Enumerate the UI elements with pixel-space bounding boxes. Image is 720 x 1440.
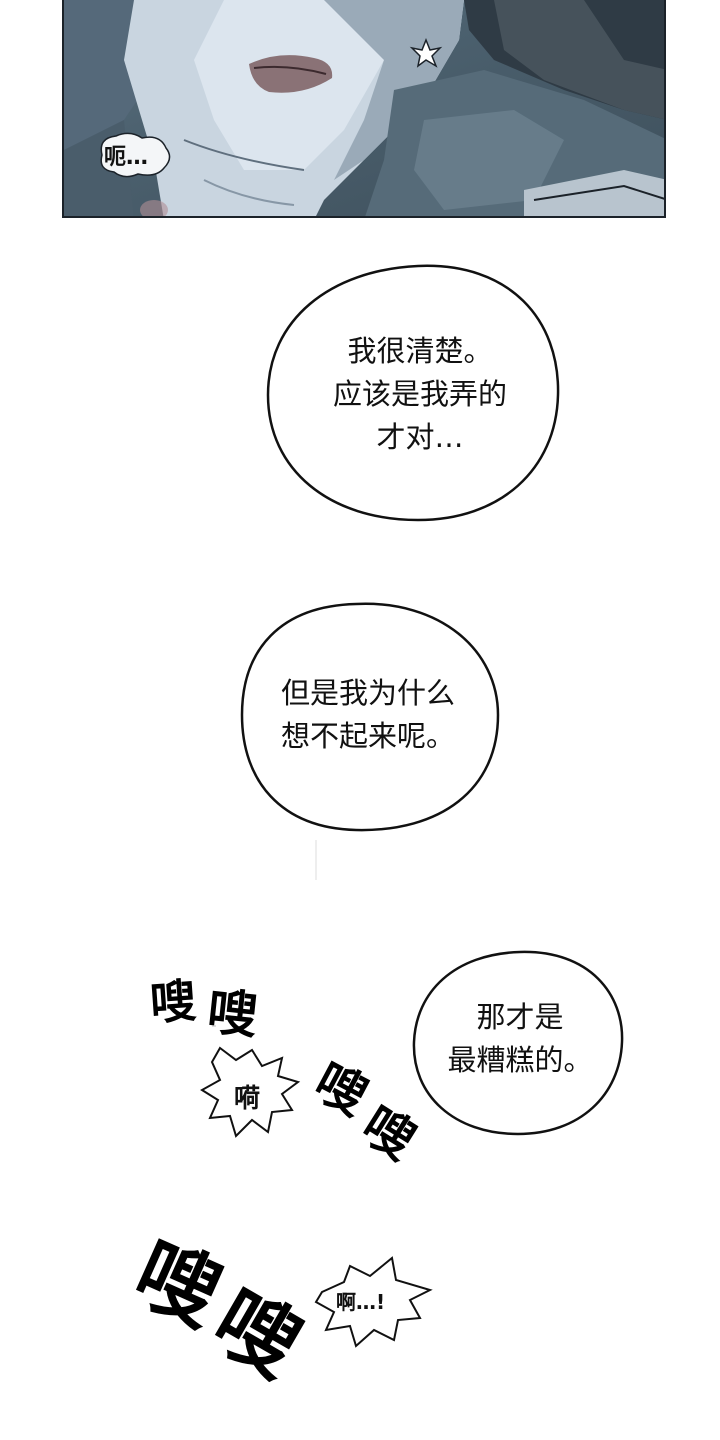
sfx-bubble-shape <box>100 132 171 178</box>
spiky-bubble-qi <box>200 1046 301 1138</box>
spiky-bubble-a <box>314 1256 433 1348</box>
lips <box>249 55 333 93</box>
speech-bubble-1-text: 我很清楚。 应该是我弄的 才对… <box>332 334 507 454</box>
panel-artwork <box>64 0 664 216</box>
sparkle-icon <box>409 37 443 68</box>
speech-bubble-1 <box>266 264 560 522</box>
speech-bubble-2 <box>240 602 500 832</box>
sfx-bubble-text: 呃… <box>104 145 149 170</box>
speech-bubble-2-text: 但是我为什么 想不起来呢。 <box>280 676 455 753</box>
comic-panel-top: 呃… <box>62 0 666 218</box>
sfx-a-text: 啊…! <box>336 1290 386 1314</box>
speech-bubble-3 <box>412 950 624 1136</box>
sfx-sou-a1: 嗖 <box>148 973 199 1031</box>
sfx-sou-a2: 嗖 <box>204 982 261 1046</box>
sfx-qi-text: 嗬 <box>234 1084 261 1114</box>
speech-bubble-3-text: 那才是 最糟糕的。 <box>447 1000 593 1077</box>
